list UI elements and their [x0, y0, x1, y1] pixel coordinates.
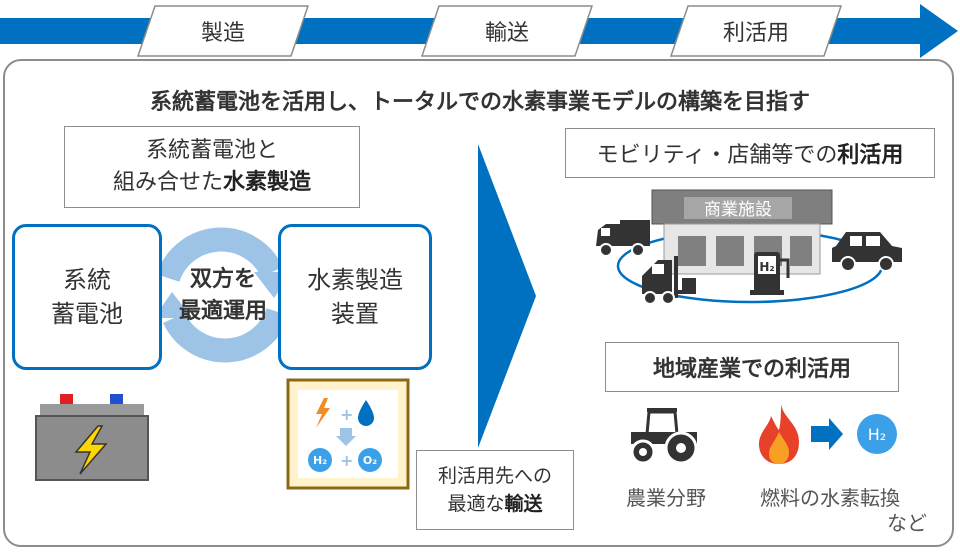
- battery-label-line2: 蓄電池: [51, 300, 123, 328]
- cycle-arrows-icon: [154, 227, 292, 363]
- facility-sign: 商業施設: [704, 200, 772, 220]
- flow-step-transport: 輸送: [484, 21, 529, 46]
- commercial-scene: 商業施設 H₂: [596, 189, 902, 305]
- flame-icon: [759, 404, 799, 464]
- electrolyzer-box: 水素製造 装置: [278, 224, 432, 370]
- svg-text:+: +: [340, 451, 353, 470]
- cycle-text-line2: 最適運用: [178, 299, 267, 324]
- etc-label: など: [887, 510, 927, 535]
- flow-step-utilization: 利活用: [722, 21, 789, 46]
- hydrogen-station-icon: H₂: [750, 252, 790, 295]
- water-drop-icon: [358, 400, 374, 426]
- main-title: 系統蓄電池を活用し、トータルでの水素事業モデルの構築を目指す: [149, 90, 810, 115]
- h2-badge-icon: [857, 414, 897, 454]
- regional-heading: 地域産業での利活用: [605, 342, 899, 392]
- transport-label: 利活用先への 最適な輸送: [416, 450, 574, 530]
- power-icon: [316, 398, 330, 428]
- fuel-conversion-label: 燃料の水素転換: [760, 485, 900, 510]
- svg-text:+: +: [340, 405, 353, 424]
- cycle-text: 双方を 最適運用: [160, 262, 286, 330]
- battery-box: 系統 蓄電池: [12, 224, 162, 370]
- h2-bubble-icon: [308, 448, 332, 472]
- svg-text:O₂: O₂: [363, 454, 377, 467]
- production-heading-line2: 組み合せた水素製造: [112, 170, 312, 195]
- svg-text:H₂: H₂: [759, 260, 774, 274]
- fuel-conversion-icons: H₂: [759, 404, 897, 464]
- electrolyzer-label-line2: 装置: [331, 300, 379, 328]
- conversion-arrow-icon: [811, 418, 843, 450]
- svg-text:H₂: H₂: [313, 454, 327, 467]
- truck-icon: [596, 220, 650, 257]
- transport-arrow: [478, 144, 536, 448]
- tractor-icon: [630, 408, 698, 465]
- top-flow-arrow: [0, 4, 958, 58]
- production-heading-line1: 系統蓄電池と: [145, 138, 278, 163]
- cycle-text-line1: 双方を: [189, 267, 256, 292]
- car-icon: [832, 232, 902, 272]
- transport-line2: 最適な輸送: [447, 493, 543, 515]
- agriculture-label: 農業分野: [626, 485, 706, 510]
- transport-line1: 利活用先への: [437, 465, 552, 487]
- electrolyzer-label-line1: 水素製造: [307, 266, 403, 294]
- battery-icon: [35, 394, 149, 481]
- production-heading: 系統蓄電池と 組み合せた水素製造: [64, 126, 360, 208]
- o2-bubble-icon: [358, 448, 382, 472]
- svg-text:H₂: H₂: [868, 425, 886, 444]
- main-panel: [3, 59, 954, 547]
- flow-step-production: 製造: [200, 21, 245, 46]
- battery-label-line1: 系統: [63, 266, 111, 294]
- electrolysis-icon: + H₂ + O₂: [286, 378, 410, 490]
- mobility-heading: モビリティ・店舗等での利活用: [565, 128, 935, 178]
- forklift-icon: [642, 256, 696, 305]
- commercial-building-icon: 商業施設: [651, 189, 833, 275]
